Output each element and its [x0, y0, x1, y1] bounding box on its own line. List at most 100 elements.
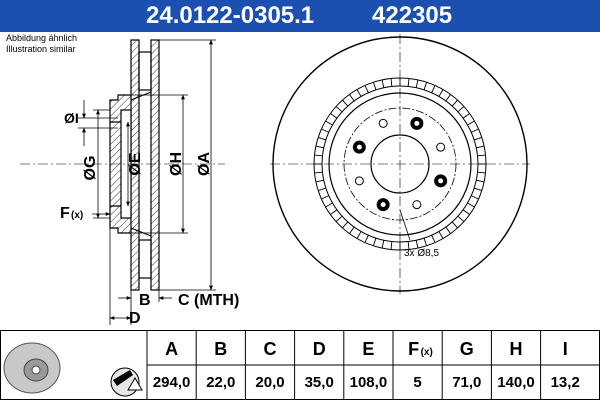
spec-table: A 294,0 B 22,0 C 20,0 D 35,0 E 108,0 F(x) 5 G 71,0 H 14…: [0, 330, 600, 400]
vent-slot: [325, 202, 333, 208]
cooling-vane-top: [138, 51, 152, 91]
wrench-warning-icon: [110, 367, 143, 397]
vent-slot: [462, 113, 470, 119]
table-value-e: 108,0: [350, 374, 388, 391]
fixing-hole: [436, 142, 446, 152]
bolt-hole-centre: [414, 120, 420, 126]
table-value-c: 20,0: [255, 374, 284, 391]
vent-slot: [325, 120, 333, 126]
vent-slot: [318, 136, 326, 141]
vent-slot: [477, 154, 486, 157]
vent-slot: [457, 215, 465, 222]
vent-slot: [335, 106, 343, 113]
disc-thumbnail: [3, 342, 61, 394]
vent-slot: [356, 231, 362, 239]
part-number: 24.0122-0305.1: [146, 2, 315, 29]
vent-slot: [431, 235, 436, 243]
vent-slot: [364, 85, 369, 93]
vent-slot: [423, 82, 428, 90]
dimension-lines: [78, 39, 216, 325]
label-dim-g: ØG: [82, 156, 99, 181]
label-dim-f: F: [60, 205, 70, 222]
vent-slot: [364, 235, 369, 243]
table-header-f: F: [408, 339, 419, 359]
table-cells: A 294,0 B 22,0 C 20,0 D 35,0 E 108,0 F(x) 5 G 71,0 H 14…: [146, 330, 600, 400]
table-header-e: E: [362, 339, 374, 359]
hub-pilot-lines: [110, 121, 121, 207]
illustration-note: Abbildung ähnlich Illustration similar: [6, 33, 77, 55]
disc-cross-section: [109, 39, 160, 291]
label-dim-e: ØE: [127, 152, 144, 175]
vent-slot: [462, 209, 470, 215]
vent-slot: [330, 209, 338, 215]
table-value-d: 35,0: [305, 374, 334, 391]
bolt-hole-label: 3x Ø8,5: [404, 248, 439, 259]
vent-slot: [438, 89, 444, 97]
table-value-g: 71,0: [452, 374, 481, 391]
table-header-c: C: [264, 339, 277, 359]
header-bar: 24.0122-0305.1 422305: [0, 0, 600, 32]
vent-slot: [451, 221, 458, 229]
vent-slot: [342, 99, 349, 107]
label-dim-f-sub: (x): [71, 210, 83, 221]
warning-icon: [127, 377, 143, 391]
vent-slot: [321, 195, 329, 200]
vent-slot: [318, 187, 326, 192]
vent-slot: [471, 128, 479, 133]
vent-slot: [372, 82, 377, 90]
hub-wall: [130, 91, 152, 237]
table-header-b: B: [214, 339, 227, 359]
vent-slot: [457, 106, 465, 113]
table-value-b: 22,0: [206, 374, 235, 391]
vent-slot: [315, 145, 324, 149]
vent-slot: [315, 179, 324, 183]
vent-slot: [415, 240, 419, 249]
vent-slot: [407, 241, 410, 250]
bolt-hole-leader: [399, 209, 411, 241]
vent-slot: [314, 171, 323, 174]
cooling-vane-bottom: [138, 239, 152, 279]
vent-slot: [330, 113, 338, 119]
label-dim-h: ØH: [168, 152, 185, 176]
bolt-holes: [352, 116, 448, 212]
vent-slot: [445, 94, 451, 102]
vent-slot: [381, 79, 385, 88]
table-value-h: 140,0: [497, 374, 535, 391]
vent-slot: [476, 179, 485, 183]
vent-slot: [342, 221, 349, 229]
fixing-hole: [354, 176, 364, 186]
vent-slot: [321, 128, 329, 133]
vent-slot: [415, 79, 419, 88]
vent-slot: [467, 202, 475, 208]
thumb-disc-bore: [31, 365, 41, 375]
vent-slot: [381, 240, 385, 249]
vent-slot: [407, 78, 410, 87]
fixing-hole: [378, 118, 388, 128]
vent-slot: [445, 226, 451, 234]
vent-slot: [477, 171, 486, 174]
label-dim-d: D: [129, 310, 141, 327]
vent-slot: [390, 78, 393, 87]
table-header-d: D: [313, 339, 326, 359]
table-header-h: H: [510, 339, 523, 359]
table-value-i: 13,2: [551, 374, 580, 391]
vent-slot: [474, 136, 482, 141]
reference-number: 422305: [372, 2, 453, 29]
table-value-a: 294,0: [153, 374, 191, 391]
vent-slot: [349, 94, 355, 102]
technical-drawing: ØI ØG ØE ØH ØA F (x) B C (MTH) D 3x Ø8,5: [20, 34, 530, 327]
bolt-hole-centre: [438, 178, 444, 184]
label-dim-i: ØI: [64, 110, 79, 126]
wrench-icon: [113, 370, 133, 386]
table-header-a: A: [165, 339, 178, 359]
vent-slot: [314, 154, 323, 157]
fixing-hole: [412, 200, 422, 210]
table-header-sub-f: (x): [421, 347, 433, 358]
vent-slot: [451, 99, 458, 107]
table-header-g: G: [460, 339, 474, 359]
vent-slot: [349, 226, 355, 234]
table-value-f: 5: [413, 374, 421, 391]
vent-slot: [431, 85, 436, 93]
inner-friction-ring: [150, 39, 160, 291]
vent-slot: [476, 145, 485, 149]
